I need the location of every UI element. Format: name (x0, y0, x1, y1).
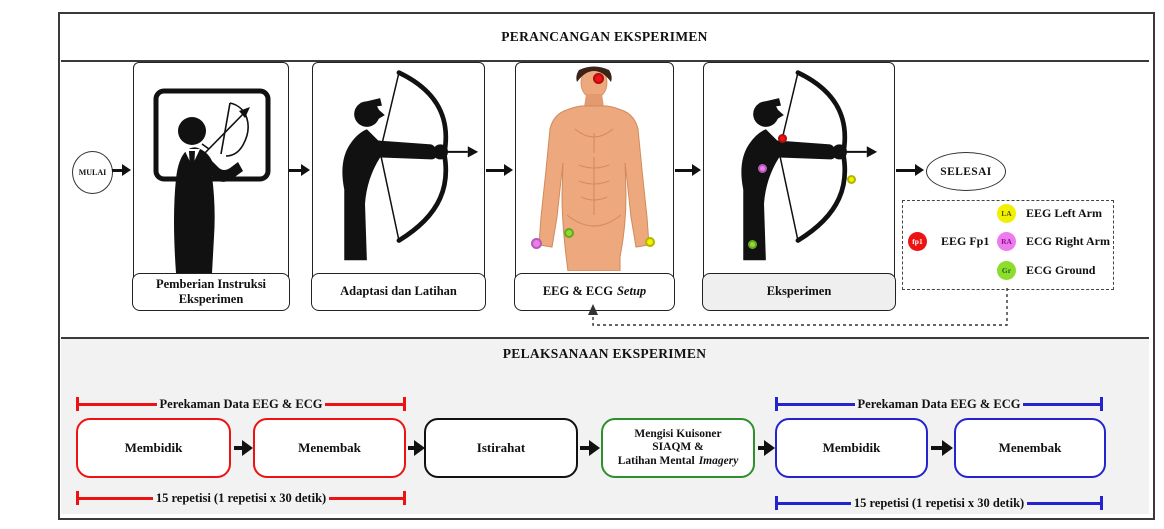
flow-arrow (896, 164, 924, 176)
fp1-electrode-icon: fp1 (908, 232, 927, 251)
electrode-dot-fp1 (778, 134, 787, 143)
step-label-adaptation: Adaptasi dan Latihan (311, 272, 486, 311)
dashed-connector (588, 288, 1008, 326)
execution-section-header: PELAKSANAAN EKSPERIMEN (60, 337, 1149, 370)
flow-box-aim-blue: Membidik (775, 418, 928, 478)
red-recording-bracket: Perekaman Data EEG & ECG (76, 397, 406, 411)
execution-section-title: PELAKSANAAN EKSPERIMEN (502, 345, 707, 361)
la-electrode-icon: LA (997, 204, 1016, 223)
electrode-dot-left-arm (847, 175, 856, 184)
instructor-figure (153, 88, 271, 273)
presenter-silhouette (174, 117, 243, 273)
gr-electrode-icon: Gr (997, 261, 1016, 280)
electrode-legend: fp1 EEG Fp1 LA EEG Left Arm RA ECG Right… (902, 200, 1114, 290)
step-panel-experiment: Eksperimen (702, 62, 896, 311)
flow-box-shoot-blue: Menembak (954, 418, 1106, 478)
flow-box-shoot-red: Menembak (253, 418, 406, 478)
start-label: MULAI (78, 168, 107, 177)
electrode-dot-fp1 (593, 73, 604, 84)
flow-arrow (486, 164, 513, 176)
electrode-dot-right-arm (531, 238, 542, 249)
blue-repetition-bracket: 15 repetisi (1 repetisi x 30 detik) (775, 496, 1104, 510)
electrode-dot-left-arm (645, 237, 655, 247)
flow-box-aim-red: Membidik (76, 418, 231, 478)
ra-electrode-icon: RA (997, 232, 1016, 251)
flow-arrow (675, 164, 701, 176)
start-terminator: MULAI (72, 151, 113, 194)
step-label-experiment: Eksperimen (702, 272, 896, 311)
archer-figure-electrodes (741, 70, 878, 261)
outer-border (58, 12, 1155, 520)
flow-arrow (580, 440, 600, 456)
flow-arrow (289, 164, 310, 176)
end-label: SELESAI (940, 165, 992, 178)
blue-recording-bracket: Perekaman Data EEG & ECG (775, 397, 1103, 411)
flow-arrow (234, 440, 253, 456)
step-panel-adaptation: Adaptasi dan Latihan (311, 62, 486, 311)
legend-item-ra: RA ECG Right Arm (997, 232, 1110, 251)
step-panel-instruction: Pemberian Instruksi Eksperimen (132, 62, 290, 311)
archer-figure (342, 70, 479, 261)
design-section-header: PERANCANGAN EKSPERIMEN (60, 14, 1149, 62)
legend-item-la: LA EEG Left Arm (997, 204, 1102, 223)
electrode-dot-ground (748, 240, 757, 249)
flow-box-rest: Istirahat (424, 418, 578, 478)
step-label-instruction: Pemberian Instruksi Eksperimen (132, 272, 290, 311)
design-section-title: PERANCANGAN EKSPERIMEN (501, 29, 708, 44)
legend-item-fp1: fp1 EEG Fp1 (908, 232, 989, 251)
flow-arrow (931, 440, 953, 456)
step-panel-setup: EEG & ECG Setup (514, 62, 675, 311)
flow-arrow (758, 440, 775, 456)
red-repetition-bracket: 15 repetisi (1 repetisi x 30 detik) (76, 491, 407, 505)
flow-arrow (112, 164, 131, 176)
end-terminator: SELESAI (926, 152, 1006, 191)
electrode-dot-right-arm (758, 164, 767, 173)
legend-item-gr: Gr ECG Ground (997, 261, 1095, 280)
flow-arrow (408, 440, 425, 456)
step-label-setup: EEG & ECG Setup (514, 272, 675, 311)
electrode-dot-ground (564, 228, 574, 238)
